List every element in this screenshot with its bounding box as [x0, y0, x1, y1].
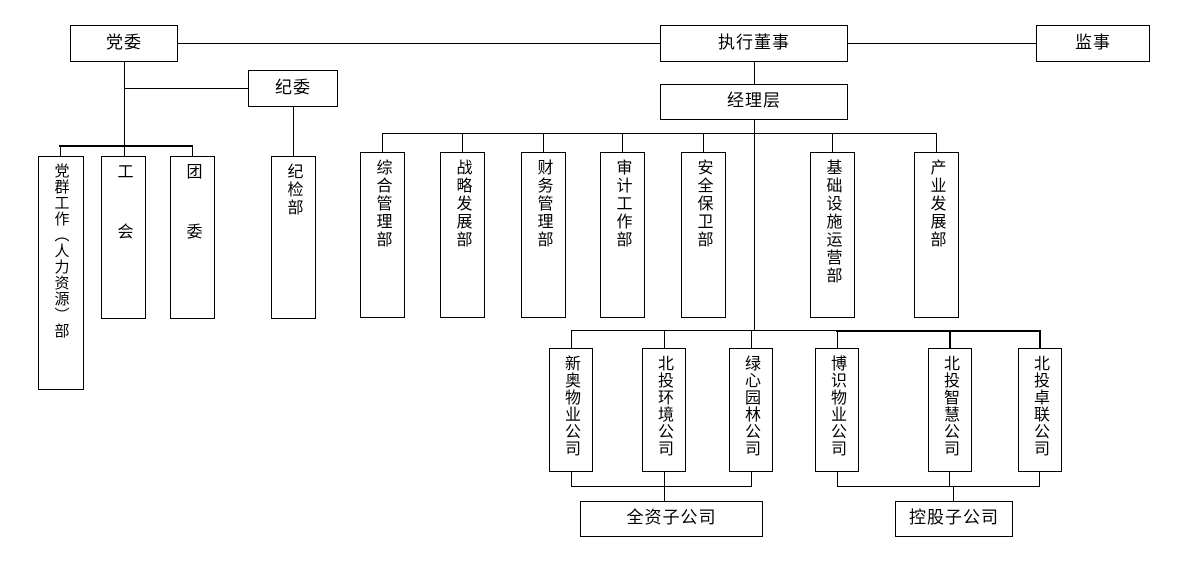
drop-xinao-property — [571, 330, 572, 348]
node-label: 战略发展部 — [453, 159, 473, 249]
drop-green-garden — [751, 330, 752, 348]
node-label: 控股子公司 — [909, 508, 999, 529]
node-infrastructure-operation-dept[interactable]: 基础设施运营部 — [810, 152, 855, 318]
drop-youth-league — [192, 145, 193, 156]
drop-party-mass-hr — [60, 145, 61, 156]
connector-partycommittee-down — [124, 62, 125, 146]
node-finance-management-dept[interactable]: 财务管理部 — [521, 152, 566, 318]
node-executive-director[interactable]: 执行董事 — [660, 25, 848, 62]
node-label: 审计工作部 — [613, 159, 633, 249]
drop-boshi-property — [837, 330, 838, 348]
node-label: 财务管理部 — [534, 159, 554, 249]
drop-labor-union — [124, 145, 125, 156]
riser-boshi-property — [837, 472, 838, 486]
node-label: 北投环境公司 — [655, 355, 674, 457]
bus-subsidiaries-wholly — [571, 330, 836, 331]
bus-party-children — [59, 145, 193, 147]
riser-beitou-zhuolian — [1039, 472, 1040, 486]
riser-beitou-smart — [949, 472, 950, 486]
node-beitou-zhuolian-company[interactable]: 北投卓联公司 — [1018, 348, 1062, 472]
bus-departments — [382, 133, 936, 134]
node-label: 新奥物业公司 — [562, 355, 581, 457]
node-discipline-inspection-dept[interactable]: 纪检部 — [271, 156, 316, 319]
node-label: 综合管理部 — [373, 159, 393, 249]
node-label: 执行董事 — [718, 32, 790, 53]
connector-holdingsub-box — [953, 486, 954, 501]
connector-managerlevel-spine — [754, 120, 755, 331]
node-xinao-property-company[interactable]: 新奥物业公司 — [549, 348, 593, 472]
bus-holding-sub — [837, 486, 1040, 487]
node-party-mass-hr-dept[interactable]: 党群工作（人力资源）部 — [38, 156, 84, 390]
drop-security-guard — [703, 133, 704, 152]
node-label: 基础设施运营部 — [823, 159, 843, 285]
node-youth-league[interactable]: 团委 — [170, 156, 215, 319]
node-label: 北投卓联公司 — [1031, 355, 1050, 457]
drop-beitou-env — [664, 330, 665, 348]
drop-general-mgmt — [382, 133, 383, 152]
node-general-management-dept[interactable]: 综合管理部 — [360, 152, 405, 318]
node-wholly-owned-subsidiary[interactable]: 全资子公司 — [580, 501, 763, 537]
node-label: 工会 — [114, 163, 134, 283]
drop-industry-dev — [936, 133, 937, 152]
riser-xinao-property — [571, 472, 572, 486]
connector-partycommittee-disciplinecommittee — [124, 88, 248, 89]
connector-executivedirector-managerlevel — [754, 62, 755, 84]
node-label: 经理层 — [727, 91, 781, 112]
node-security-guard-dept[interactable]: 安全保卫部 — [681, 152, 726, 318]
connector-executivedirector-supervisor — [848, 43, 1036, 44]
node-beitou-environment-company[interactable]: 北投环境公司 — [642, 348, 686, 472]
node-labor-union[interactable]: 工会 — [101, 156, 146, 319]
riser-beitou-env — [664, 472, 665, 486]
node-label: 党群工作（人力资源）部 — [52, 163, 71, 339]
connector-partycommittee-executivedirector — [178, 43, 660, 44]
node-label: 纪检部 — [284, 163, 304, 217]
drop-finance-mgmt — [543, 133, 544, 152]
node-audit-work-dept[interactable]: 审计工作部 — [600, 152, 645, 318]
node-label: 党委 — [106, 32, 142, 53]
node-label: 团委 — [183, 163, 203, 283]
node-green-heart-garden-company[interactable]: 绿心园林公司 — [729, 348, 773, 472]
drop-beitou-smart — [949, 330, 951, 348]
drop-beitou-zhuolian — [1039, 330, 1041, 348]
node-supervisor[interactable]: 监事 — [1036, 25, 1150, 62]
node-discipline-committee[interactable]: 纪委 — [248, 70, 338, 107]
node-label: 全资子公司 — [626, 508, 717, 529]
node-holding-subsidiary[interactable]: 控股子公司 — [895, 501, 1013, 537]
node-label: 产业发展部 — [927, 159, 947, 249]
node-label: 监事 — [1075, 32, 1111, 53]
bus-subsidiaries-holding — [836, 330, 1041, 332]
drop-strategy-dev — [462, 133, 463, 152]
node-boshi-property-company[interactable]: 博识物业公司 — [815, 348, 859, 472]
node-label: 绿心园林公司 — [742, 355, 761, 457]
node-label: 北投智慧公司 — [941, 355, 960, 457]
bus-wholly-owned — [571, 486, 752, 487]
node-manager-level[interactable]: 经理层 — [660, 84, 848, 120]
node-beitou-smart-company[interactable]: 北投智慧公司 — [928, 348, 972, 472]
node-label: 安全保卫部 — [694, 159, 714, 249]
connector-disciplinecommittee-disciplinedept — [293, 107, 294, 156]
node-label: 纪委 — [275, 77, 311, 98]
node-industry-development-dept[interactable]: 产业发展部 — [914, 152, 959, 318]
drop-infra-operation — [832, 133, 833, 152]
connector-whollyowned-box — [664, 486, 665, 501]
node-label: 博识物业公司 — [828, 355, 847, 457]
node-party-committee[interactable]: 党委 — [70, 25, 178, 62]
riser-green-garden — [751, 472, 752, 486]
node-strategy-development-dept[interactable]: 战略发展部 — [440, 152, 485, 318]
drop-audit-work — [622, 133, 623, 152]
